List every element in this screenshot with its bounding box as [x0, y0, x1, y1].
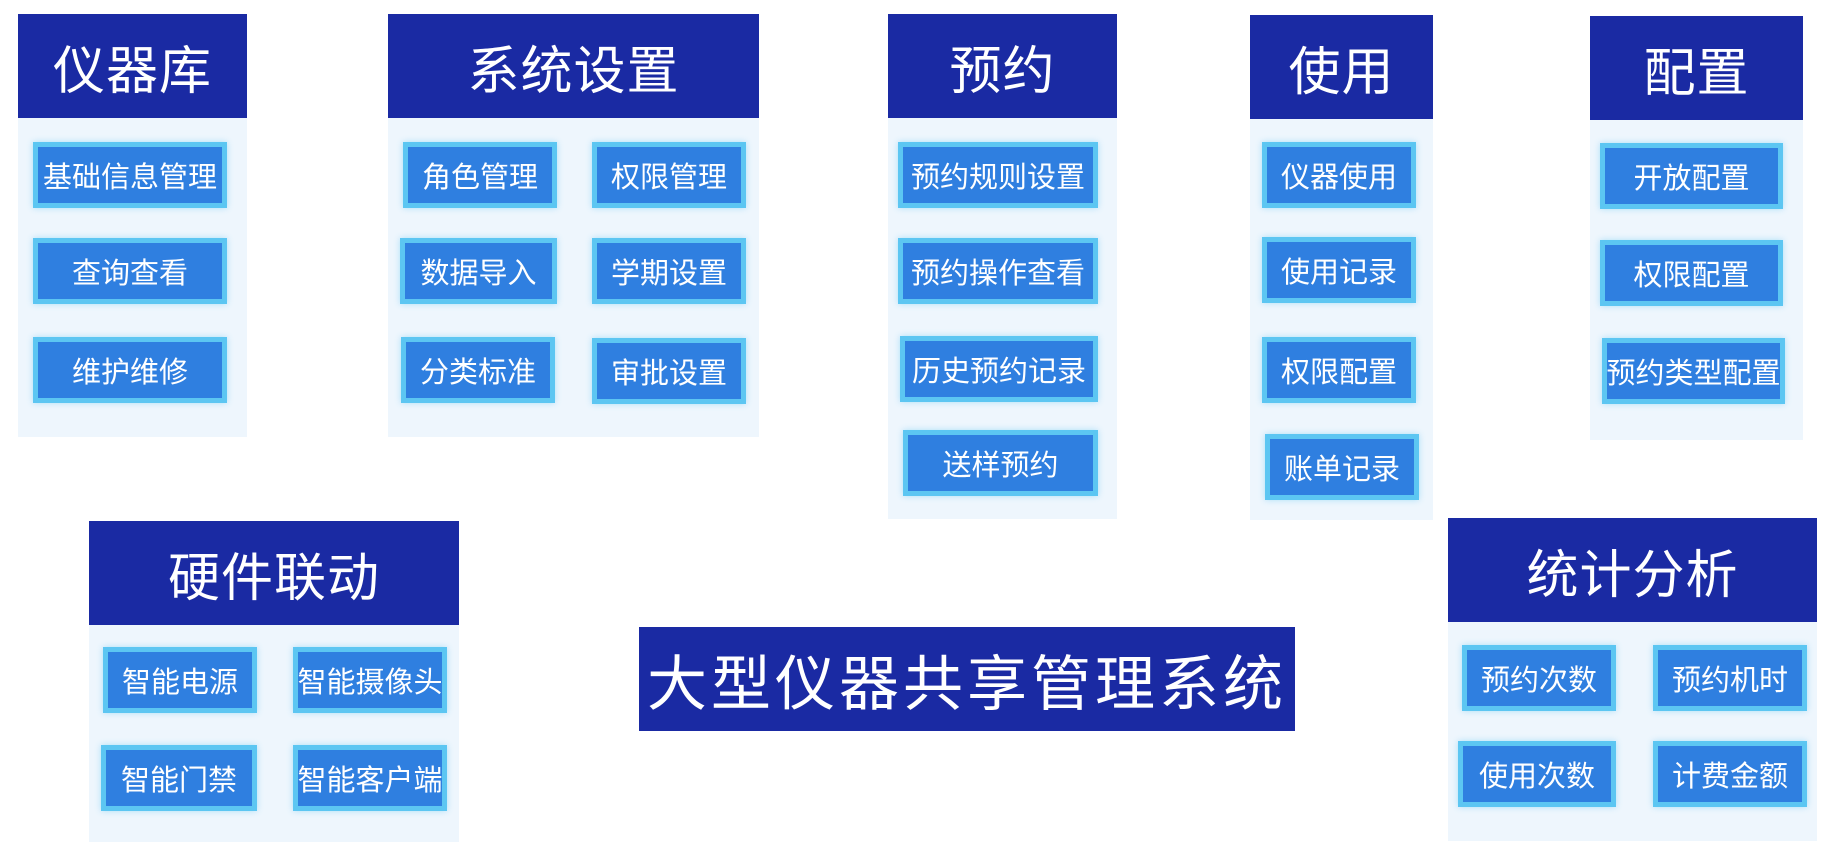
item-approval-settings[interactable]: 审批设置	[592, 338, 746, 404]
item-usage-records[interactable]: 使用记录	[1262, 237, 1416, 303]
module-configuration: 配置 开放配置 权限配置 预约类型配置	[1590, 16, 1803, 440]
item-billing-amount[interactable]: 计费金额	[1653, 741, 1807, 807]
item-instrument-usage[interactable]: 仪器使用	[1262, 142, 1416, 208]
item-data-import[interactable]: 数据导入	[400, 238, 557, 304]
module-header-hardware-linkage: 硬件联动	[89, 521, 459, 625]
item-role-management[interactable]: 角色管理	[403, 142, 557, 208]
item-query-view[interactable]: 查询查看	[33, 238, 227, 304]
item-smart-access-control[interactable]: 智能门禁	[101, 745, 257, 811]
module-header-reservation: 预约	[888, 14, 1117, 118]
item-permission-config[interactable]: 权限配置	[1600, 240, 1783, 306]
item-semester-settings[interactable]: 学期设置	[592, 238, 746, 304]
item-permission-management[interactable]: 权限管理	[592, 142, 746, 208]
module-hardware-linkage: 硬件联动 智能电源 智能摄像头 智能门禁 智能客户端	[89, 521, 459, 842]
module-statistics: 统计分析 预约次数 预约机时 使用次数 计费金额	[1448, 518, 1817, 841]
item-billing-records[interactable]: 账单记录	[1265, 434, 1419, 500]
module-instrument-library: 仪器库 基础信息管理 查询查看 维护维修	[18, 14, 247, 437]
item-reservation-operation-view[interactable]: 预约操作查看	[898, 238, 1098, 304]
item-basic-info-management[interactable]: 基础信息管理	[33, 142, 227, 208]
module-system-settings: 系统设置 角色管理 权限管理 数据导入 学期设置 分类标准 审批设置	[388, 14, 759, 437]
module-reservation: 预约 预约规则设置 预约操作查看 历史预约记录 送样预约	[888, 14, 1117, 519]
item-smart-client[interactable]: 智能客户端	[293, 745, 447, 811]
item-maintenance-repair[interactable]: 维护维修	[33, 337, 227, 403]
module-header-statistics: 统计分析	[1448, 518, 1817, 622]
module-header-instrument-library: 仪器库	[18, 14, 247, 118]
item-sample-delivery-reservation[interactable]: 送样预约	[903, 430, 1098, 496]
module-header-usage: 使用	[1250, 15, 1433, 119]
item-permission-config[interactable]: 权限配置	[1262, 337, 1416, 403]
item-smart-camera[interactable]: 智能摄像头	[293, 647, 447, 713]
item-reservation-hours[interactable]: 预约机时	[1653, 645, 1807, 711]
item-usage-count[interactable]: 使用次数	[1458, 741, 1616, 807]
module-header-system-settings: 系统设置	[388, 14, 759, 118]
system-title: 大型仪器共享管理系统	[639, 627, 1295, 731]
item-open-config[interactable]: 开放配置	[1600, 143, 1783, 209]
item-reservation-rules[interactable]: 预约规则设置	[898, 142, 1098, 208]
module-header-configuration: 配置	[1590, 16, 1803, 120]
item-reservation-count[interactable]: 预约次数	[1462, 645, 1616, 711]
module-usage: 使用 仪器使用 使用记录 权限配置 账单记录	[1250, 15, 1433, 520]
item-classification-standard[interactable]: 分类标准	[401, 337, 555, 403]
item-reservation-history[interactable]: 历史预约记录	[900, 336, 1098, 402]
item-smart-power[interactable]: 智能电源	[103, 647, 257, 713]
item-reservation-type-config[interactable]: 预约类型配置	[1602, 338, 1785, 404]
